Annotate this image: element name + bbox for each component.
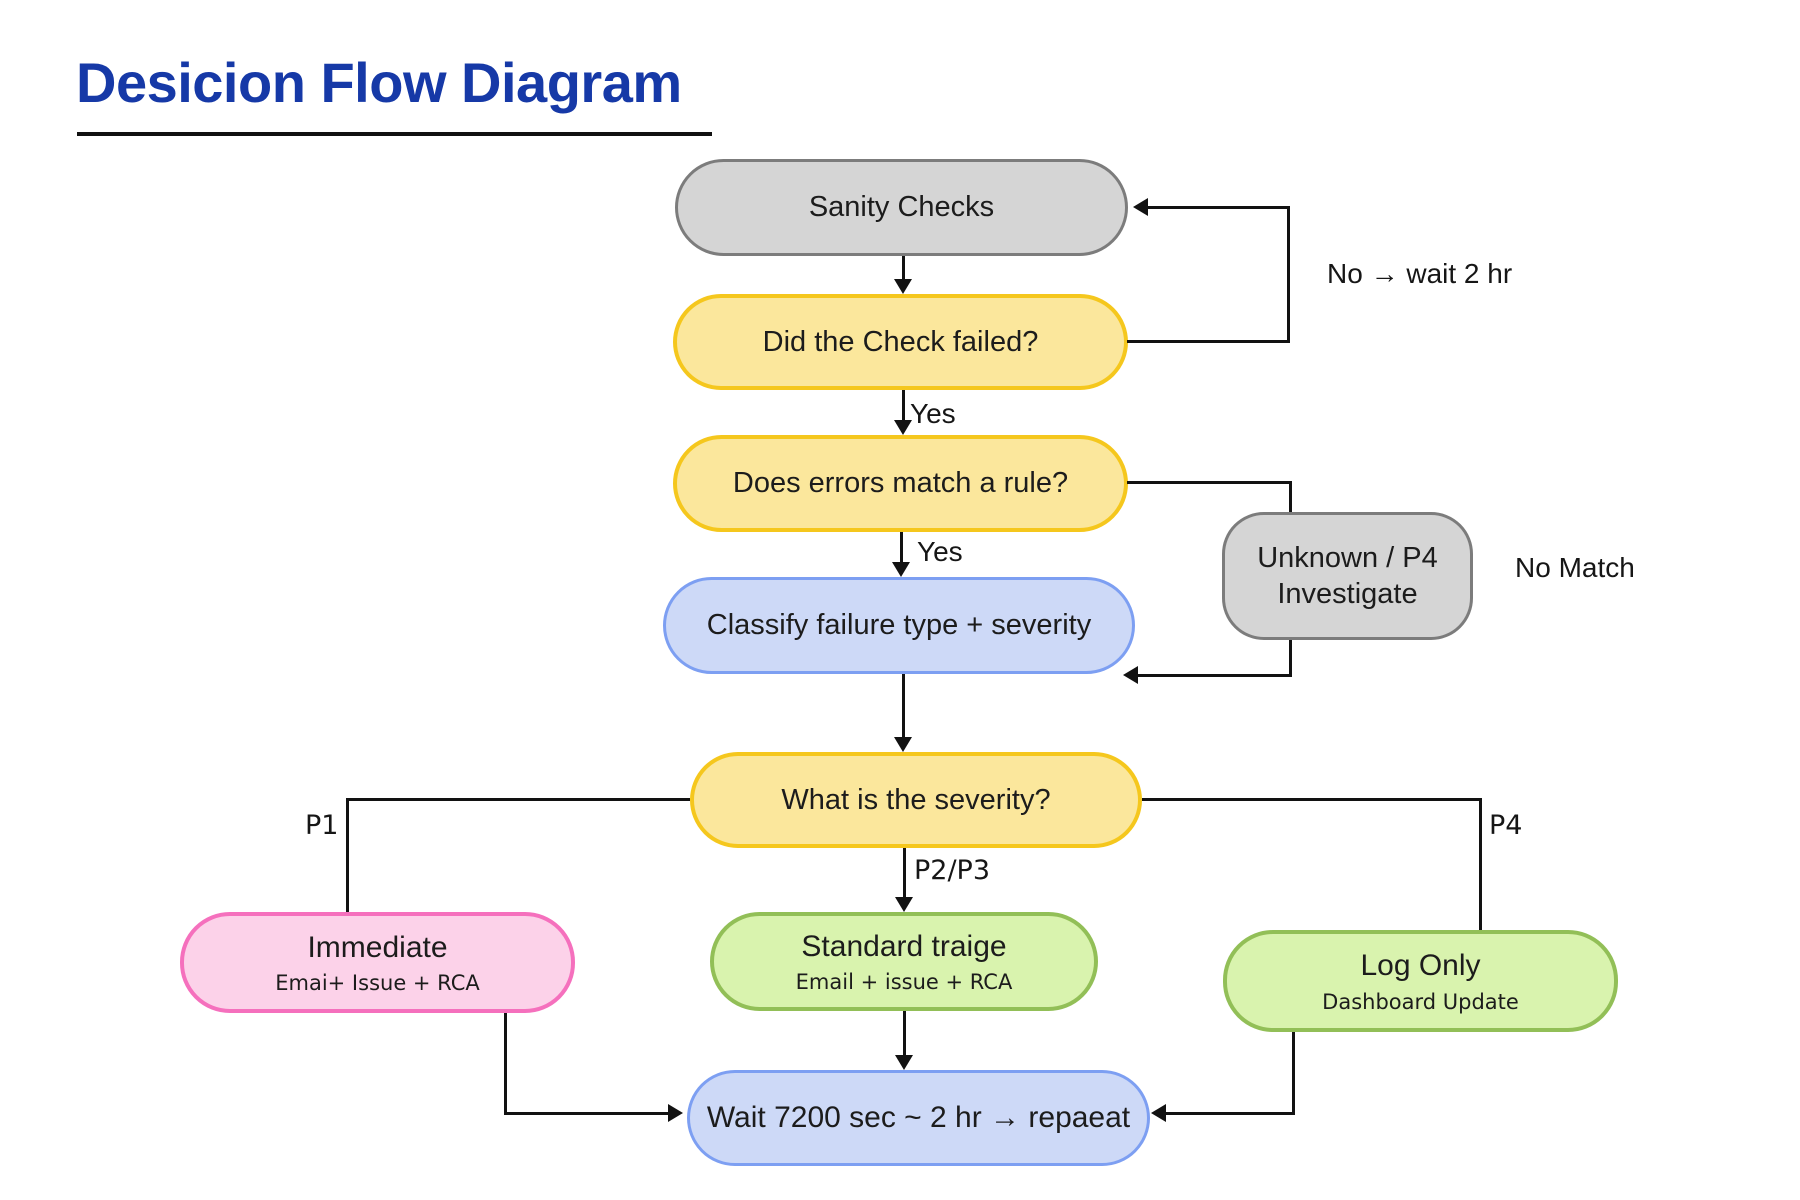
edge-label-yes-2: Yes	[917, 536, 963, 567]
node-classify-label: Classify failure type + severity	[706, 609, 1092, 642]
arrowhead-down-icon	[894, 279, 912, 294]
node-did-check-failed-label: Did the Check failed?	[762, 325, 1039, 358]
edge-didcheck-to-doesmatch	[902, 390, 905, 422]
node-does-errors-match-label: Does errors match a rule?	[732, 467, 1069, 500]
node-wait-repeat-label: Wait 7200 sec ~ 2 hr → repaeat	[706, 1101, 1131, 1135]
edge-logonly-to-wait-h	[1165, 1112, 1295, 1115]
edge-doesmatch-to-classify	[900, 532, 903, 564]
node-immediate-label: Immediate	[307, 930, 448, 964]
arrowhead-left-icon	[1133, 198, 1148, 216]
edge-doesmatch-to-unknown-h	[1127, 481, 1292, 484]
node-unknown-investigate: Unknown / P4 Investigate	[1222, 512, 1473, 640]
edge-logonly-to-wait-v	[1292, 1032, 1295, 1115]
node-immediate-sublabel: Emai+ Issue + RCA	[275, 971, 480, 996]
edge-label-yes-1: Yes	[910, 398, 956, 429]
edge-label-no-wait: No → wait 2 hr	[1327, 258, 1513, 289]
node-sanity-checks: Sanity Checks	[675, 159, 1128, 256]
edge-standard-to-wait	[903, 1011, 906, 1056]
edge-immediate-to-wait-v	[504, 1013, 507, 1114]
edge-p1-h	[347, 798, 690, 801]
node-what-severity-label: What is the severity?	[781, 783, 1051, 816]
node-does-errors-match: Does errors match a rule?	[673, 435, 1128, 532]
edge-p1-v	[346, 798, 349, 912]
edge-loop-bottom	[1127, 340, 1290, 343]
node-did-check-failed: Did the Check failed?	[673, 294, 1128, 390]
node-immediate: Immediate Emai+ Issue + RCA	[180, 912, 575, 1013]
arrowhead-down-icon	[894, 420, 912, 435]
node-standard-triage-label: Standard traige	[801, 929, 1007, 963]
edge-p4-h	[1142, 798, 1482, 801]
edge-unknown-return-v	[1289, 640, 1292, 677]
arrowhead-right-icon	[668, 1104, 683, 1122]
edge-label-p1: P1	[305, 810, 339, 841]
node-standard-triage-sublabel: Email + issue + RCA	[795, 970, 1013, 995]
arrowhead-down-icon	[895, 1055, 913, 1070]
node-log-only-label: Log Only	[1360, 949, 1481, 983]
edge-label-p4: P4	[1489, 810, 1523, 841]
edge-doesmatch-to-unknown-v	[1289, 481, 1292, 512]
edge-label-no-match: No Match	[1515, 552, 1635, 583]
node-what-severity: What is the severity?	[690, 752, 1142, 848]
node-standard-triage: Standard traige Email + issue + RCA	[710, 912, 1098, 1011]
node-log-only-sublabel: Dashboard Update	[1322, 989, 1519, 1014]
edge-loop-vertical	[1287, 206, 1290, 343]
edge-classify-to-severity	[902, 674, 905, 739]
node-classify: Classify failure type + severity	[663, 577, 1135, 674]
edge-label-p2p3: P2/P3	[914, 855, 991, 886]
node-wait-repeat: Wait 7200 sec ~ 2 hr → repaeat	[687, 1070, 1150, 1166]
arrowhead-down-icon	[892, 562, 910, 577]
arrowhead-down-icon	[895, 897, 913, 912]
edge-p4-v	[1479, 798, 1482, 930]
edge-severity-to-standard	[903, 848, 906, 898]
title-underline	[77, 132, 712, 136]
node-sanity-checks-label: Sanity Checks	[808, 191, 995, 224]
arrowhead-down-icon	[894, 737, 912, 752]
arrowhead-left-icon	[1151, 1104, 1166, 1122]
edge-sanity-to-didcheck	[902, 256, 905, 282]
arrowhead-left-icon	[1123, 666, 1138, 684]
edge-loop-top	[1147, 206, 1290, 209]
node-unknown-line2: Investigate	[1277, 578, 1418, 610]
node-unknown-line1: Unknown / P4	[1257, 541, 1438, 574]
edge-unknown-return-h	[1137, 674, 1292, 677]
node-log-only: Log Only Dashboard Update	[1223, 930, 1618, 1032]
page-title: Desicion Flow Diagram	[76, 51, 682, 114]
edge-immediate-to-wait-h	[504, 1112, 669, 1115]
